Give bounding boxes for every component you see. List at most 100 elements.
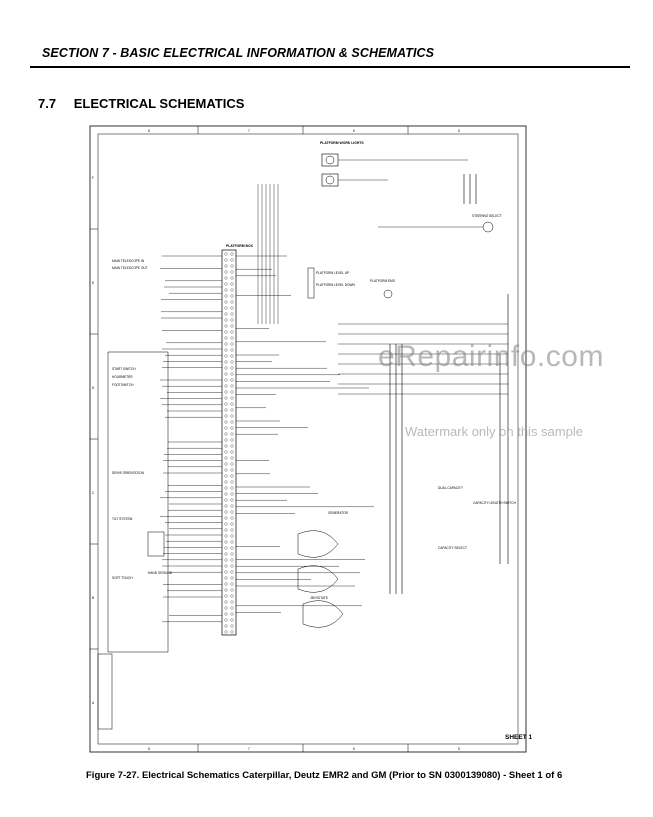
connector-pin <box>231 493 234 496</box>
connector-pin <box>231 499 234 502</box>
relay-module <box>148 532 164 556</box>
connector-pin <box>231 595 234 598</box>
connector-pin <box>225 337 228 340</box>
ems-switch <box>384 290 392 298</box>
connector-pin <box>231 463 234 466</box>
tele-out-label: MAIN TELESCOPE OUT <box>112 266 148 270</box>
connector-pin <box>231 547 234 550</box>
connector-pin <box>225 469 228 472</box>
connector-pin <box>225 265 228 268</box>
grid-col-label: 5 <box>458 747 460 751</box>
watermark-subtext: Watermark only on this sample <box>405 424 583 439</box>
connector-pin <box>231 391 234 394</box>
grid-row-label: A <box>92 701 95 705</box>
connector-pin <box>231 385 234 388</box>
connector-pin <box>225 295 228 298</box>
connector-pin <box>231 529 234 532</box>
connector-pin <box>231 439 234 442</box>
connector-pin <box>231 397 234 400</box>
tilt-system-label: TILT SYSTEM <box>112 517 133 521</box>
connector-pin <box>225 391 228 394</box>
connector-pin <box>231 565 234 568</box>
grid-row-label: E <box>92 281 94 285</box>
schematic-inner-frame <box>98 134 518 744</box>
connector-pin <box>225 439 228 442</box>
connector-pin <box>225 325 228 328</box>
connector-pin <box>225 409 228 412</box>
grid-col-label: 7 <box>248 129 250 133</box>
level-down-label: PLATFORM LEVEL DOWN <box>316 283 355 287</box>
grid-col-label: 8 <box>148 747 150 751</box>
connector-pin <box>231 337 234 340</box>
connector-pin <box>231 271 234 274</box>
connector-pin <box>225 517 228 520</box>
connector-pin <box>231 475 234 478</box>
hourmeter-label: HOURMETER <box>112 375 133 379</box>
connector-pin <box>231 415 234 418</box>
drive-orientation-label: DRIVE ORIENTATION <box>112 471 145 475</box>
header-rule <box>30 66 630 68</box>
connector-pin <box>225 277 228 280</box>
connector-pin <box>225 505 228 508</box>
connector-pin <box>231 367 234 370</box>
connector-pin <box>225 541 228 544</box>
connector-pin <box>225 481 228 484</box>
connector-pin <box>231 265 234 268</box>
electrical-schematic: 8 7 6 5 8 7 6 5 F E D C B A PLATFORM BOX… <box>88 124 528 754</box>
connector-pin <box>225 487 228 490</box>
connector-pin <box>225 415 228 418</box>
section-header: SECTION 7 - BASIC ELECTRICAL INFORMATION… <box>42 46 632 60</box>
grid-column-markers <box>198 126 408 752</box>
connector-pin <box>225 511 228 514</box>
connector-pin <box>231 559 234 562</box>
connector-pin <box>225 373 228 376</box>
connector-pin <box>231 517 234 520</box>
grid-col-label: 5 <box>458 129 460 133</box>
connector-pin <box>231 571 234 574</box>
connector-pin <box>231 319 234 322</box>
connector-pin <box>231 601 234 604</box>
connector-pin <box>225 397 228 400</box>
platform-box-label: PLATFORM BOX <box>226 244 254 248</box>
connector-pin <box>231 541 234 544</box>
connector-pin <box>225 361 228 364</box>
connector-pin <box>231 451 234 454</box>
right-wire-bundle <box>236 184 508 612</box>
connector-pin <box>225 523 228 526</box>
connector-pin <box>231 283 234 286</box>
sheet-label: SHEET 1 <box>505 734 532 741</box>
connector-pin <box>231 619 234 622</box>
grid-col-label: 6 <box>353 129 355 133</box>
left-wire-bundle <box>160 256 222 622</box>
connector-pin <box>231 307 234 310</box>
connector-pin <box>231 577 234 580</box>
footswitch-label: FOOTSWITCH <box>112 383 134 387</box>
gate-symbol-1 <box>298 531 338 558</box>
grid-row-label: F <box>92 176 94 180</box>
connector-pin <box>225 403 228 406</box>
connector-pin <box>231 409 234 412</box>
connector-pin <box>225 253 228 256</box>
connector-pin <box>225 301 228 304</box>
connector-pin <box>231 481 234 484</box>
figure-caption: Figure 7-27. Electrical Schematics Cater… <box>86 770 646 781</box>
soft-touch-label: SOFT TOUCH <box>112 576 133 580</box>
connector-pin <box>225 349 228 352</box>
connector-pin <box>231 523 234 526</box>
connector-pin <box>231 433 234 436</box>
connector-pin <box>225 427 228 430</box>
grid-row-label: D <box>92 386 95 390</box>
connector-pin <box>225 607 228 610</box>
capacity-length-label: CAPACITY LENGTH SWITCH <box>473 501 517 505</box>
connector-pin <box>225 535 228 538</box>
connector-pin <box>225 631 228 634</box>
connector-pin <box>225 475 228 478</box>
grid-row-label: B <box>92 596 94 600</box>
connector-pin <box>231 277 234 280</box>
section-heading: 7.7 ELECTRICAL SCHEMATICS <box>38 96 244 111</box>
grid-row-markers <box>90 229 98 649</box>
dual-capacity-label: DUAL CAPACITY <box>438 486 464 490</box>
connector-pin <box>231 613 234 616</box>
connector-pin <box>225 259 228 262</box>
connector-pin <box>231 631 234 634</box>
